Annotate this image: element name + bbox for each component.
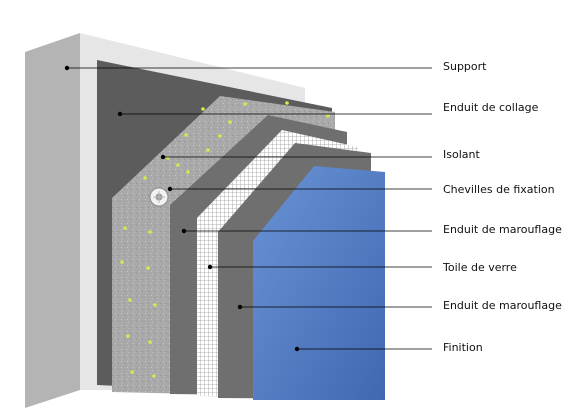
glue-dot — [148, 230, 152, 234]
glue-dot — [186, 170, 190, 174]
glue-dot — [285, 101, 289, 105]
leader-anchor-dot — [207, 264, 213, 270]
support-side — [25, 33, 80, 408]
leader-anchor-dot — [160, 154, 166, 160]
glue-dot — [201, 107, 205, 111]
glue-dot — [218, 134, 222, 138]
label-chevilles-fixation: Chevilles de fixation — [443, 183, 555, 196]
glue-dot — [243, 102, 247, 106]
glue-dot — [128, 298, 132, 302]
glue-dot — [176, 163, 180, 167]
glue-dot — [326, 114, 330, 118]
leader-anchor-dot — [294, 346, 300, 352]
glue-dot — [152, 374, 156, 378]
label-toile-verre: Toile de verre — [443, 261, 517, 274]
glue-dot — [228, 120, 232, 124]
glue-dot — [153, 303, 157, 307]
label-enduit-marouflage-1: Enduit de marouflage — [443, 223, 562, 236]
finition-layer — [253, 166, 385, 400]
glue-dot — [146, 266, 150, 270]
label-isolant: Isolant — [443, 148, 480, 161]
label-finition: Finition — [443, 341, 483, 354]
label-support: Support — [443, 60, 487, 73]
glue-dot — [130, 370, 134, 374]
leader-lines — [64, 65, 432, 352]
glue-dot — [184, 133, 188, 137]
label-enduit-marouflage-2: Enduit de marouflage — [443, 299, 562, 312]
glue-dot — [206, 148, 210, 152]
leader-anchor-dot — [117, 111, 123, 117]
leader-anchor-dot — [64, 65, 70, 71]
leader-anchor-dot — [181, 228, 187, 234]
glue-dot — [120, 260, 124, 264]
leader-anchor-dot — [167, 186, 173, 192]
glue-dot — [123, 226, 127, 230]
leader-anchor-dot — [237, 304, 243, 310]
cheville-fixation-icon — [149, 187, 169, 207]
glue-dot — [148, 340, 152, 344]
glue-dot — [143, 176, 147, 180]
label-enduit-collage: Enduit de collage — [443, 101, 539, 114]
glue-dot — [126, 334, 130, 338]
